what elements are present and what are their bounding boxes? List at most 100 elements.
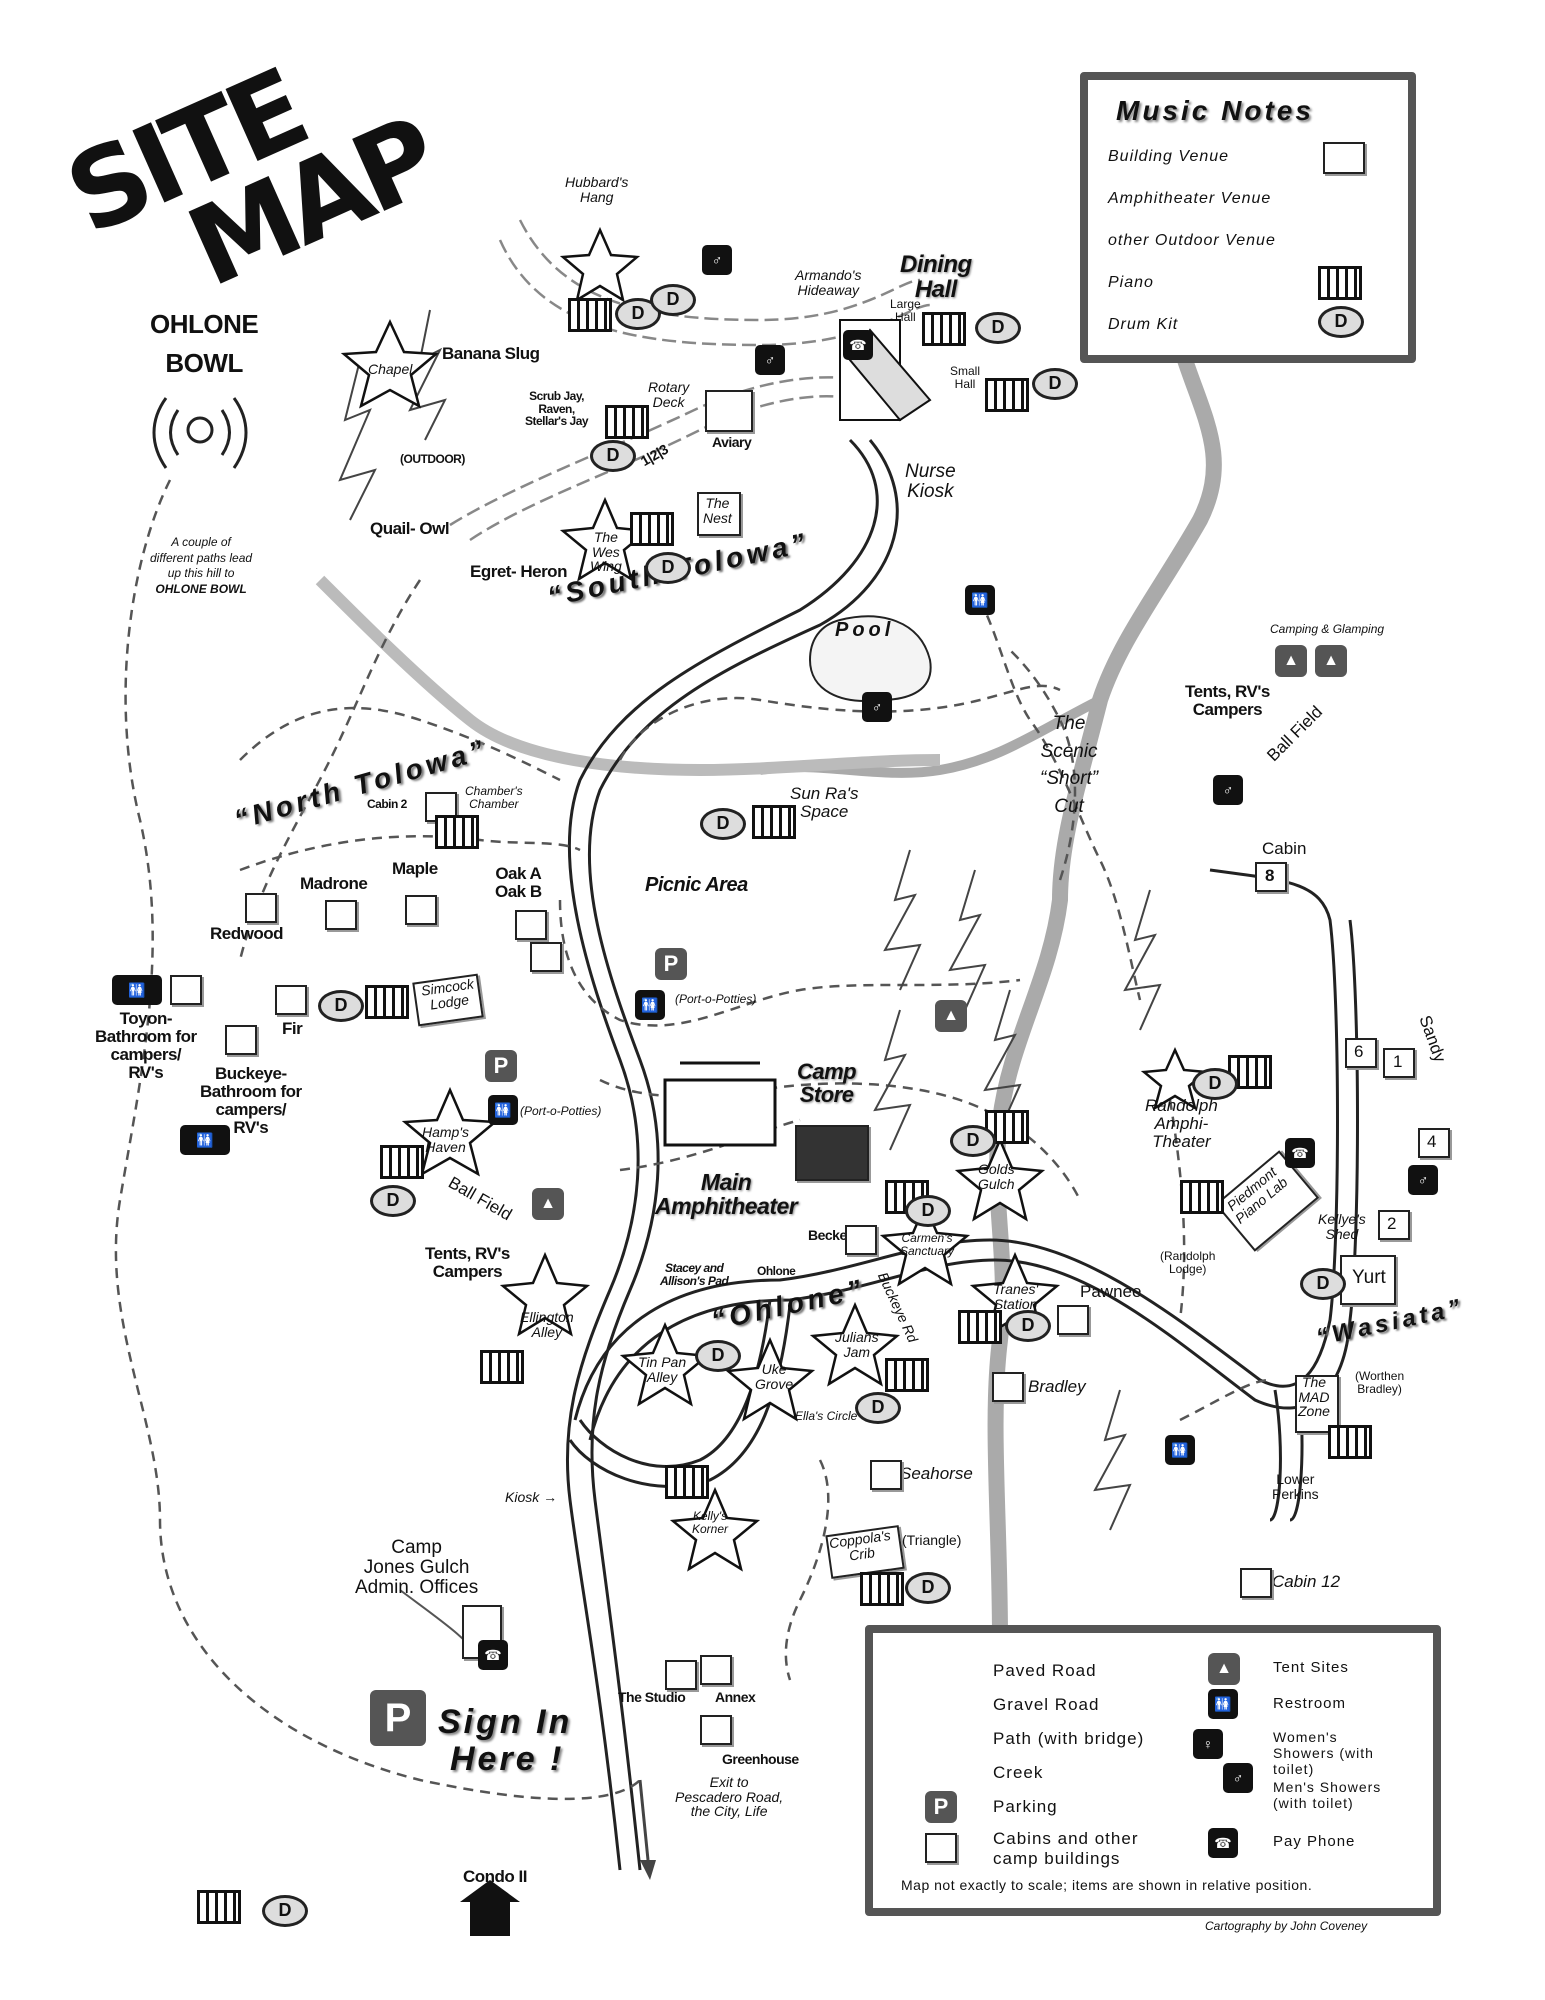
rotary-line2: Deck — [652, 393, 685, 410]
legend-amphitheater-venue: Amphitheater Venue — [1108, 190, 1272, 207]
restroom-icon-center: 🚻 — [635, 990, 665, 1020]
restroom-icon-pool: 🚻 — [965, 585, 995, 615]
drum-wes-wing: D — [645, 552, 691, 584]
bradley-label: Bradley — [1028, 1377, 1086, 1396]
quail-owl-label: Quail- Owl — [370, 519, 450, 538]
legend-parking: Parking — [993, 1797, 1058, 1816]
scrub-line1: Scrub Jay, — [529, 389, 584, 403]
carmens-line1: Carmen's — [901, 1231, 953, 1245]
kellys-line2: Korner — [692, 1521, 729, 1536]
path-note-line4: OHLONE BOWL — [155, 581, 247, 596]
drum-small-hall: D — [1032, 368, 1078, 400]
tents-east-line1: Tents, RV's — [1185, 682, 1270, 701]
sun-ra-line1: Sun Ra's — [790, 784, 859, 803]
legend-creek: Creek — [993, 1763, 1044, 1782]
tent-site-icon-east-1: ▲ — [1275, 645, 1307, 677]
tent-site-icon-east-2: ▲ — [1315, 645, 1347, 677]
drum-randolph: D — [1192, 1068, 1238, 1100]
admin-line2: Jones Gulch — [363, 1556, 470, 1578]
redwood-label: Redwood — [210, 924, 284, 943]
map-legend: Paved Road Gravel Road Path (with bridge… — [865, 1625, 1441, 1916]
golds-line2: Gulch — [978, 1175, 1015, 1192]
seahorse-label: Seahorse — [900, 1464, 973, 1483]
fir-label: Fir — [282, 1019, 303, 1038]
restroom-icon-lower-perkins: 🚻 — [1165, 1435, 1195, 1465]
wes-wing-line2: Wes — [592, 543, 620, 560]
annex-building — [700, 1655, 732, 1685]
ellington-line2: Alley — [531, 1323, 563, 1340]
piano-scrub-jay — [605, 405, 649, 439]
buckeye-line1: Buckeye- — [215, 1064, 287, 1083]
star-golds-gulch — [954, 1136, 1046, 1222]
hamps-line1: Hamp's — [422, 1124, 470, 1140]
chambers-line1: Chamber's — [465, 784, 523, 798]
legend-restroom: Restroom — [1273, 1695, 1347, 1712]
cabin-12-label: Cabin 12 — [1272, 1572, 1341, 1591]
drum-julians: D — [855, 1392, 901, 1424]
pay-phone-icon: ☎ — [1208, 1828, 1238, 1858]
toyon-building — [170, 975, 202, 1005]
dining-line1: Dining — [900, 251, 972, 278]
star-uke-grove — [724, 1336, 816, 1422]
path-note-line2: different paths lead — [150, 550, 253, 565]
dining-line2: Hall — [914, 276, 958, 304]
cabin-8-number: 8 — [1265, 866, 1274, 885]
star-carmens-sanctuary — [879, 1201, 971, 1287]
outdoor-label: (OUTDOOR) — [400, 452, 465, 466]
shower-icon-hubbards: ♂ — [702, 245, 732, 275]
the-nest-building — [697, 492, 741, 536]
main-amphitheater-stage — [663, 1078, 777, 1147]
randolph-lodge-line1: (Randolph — [1160, 1249, 1216, 1263]
piano-wes-wing — [630, 512, 674, 546]
kiosk-label: Kiosk → — [505, 1489, 558, 1505]
legend-drum-kit: Drum Kit — [1108, 316, 1179, 333]
shower-icon-wasiata: ♂ — [1408, 1165, 1438, 1195]
pay-phone-admin: ☎ — [478, 1640, 508, 1670]
scenic-line3: “Short” — [1040, 768, 1099, 790]
buckeye-line4: RV's — [233, 1117, 269, 1137]
stacey-line2: Allison's Pad — [660, 1273, 729, 1288]
music-notes-legend: Music Notes Building Venue Amphitheater … — [1080, 72, 1416, 363]
restroom-icon-buckeye: 🚻 — [180, 1125, 230, 1155]
tranes-line1: Tranes' — [993, 1281, 1039, 1297]
madrone-building — [325, 900, 357, 930]
becker-label: Becker — [808, 1227, 852, 1243]
piano-large-hall — [922, 312, 966, 346]
drum-condo: D — [262, 1895, 308, 1927]
piano-hamps — [380, 1145, 424, 1179]
cabin-2-label: Cabin 2 — [367, 797, 407, 811]
stacey-line1: Stacey and — [665, 1261, 724, 1275]
womens-shower-icon: ♀ — [1193, 1729, 1223, 1759]
cartography-credit: Cartography by John Coveney — [1205, 1919, 1368, 1933]
scenic-line2: Scenic — [1040, 740, 1098, 762]
legend-mens-showers: Men's Showers (with toilet) — [1273, 1779, 1382, 1811]
shower-icon-pool: ♂ — [862, 692, 892, 722]
port-o-potties-north-label: (Port-o-Potties) — [675, 992, 757, 1006]
small-hall-line2: Hall — [954, 376, 976, 391]
star-ellington-alley — [499, 1251, 591, 1337]
piano-mad-zone — [1328, 1425, 1372, 1459]
hubbards-line2: Hang — [579, 188, 614, 205]
buckeye-line2: Bathroom for — [200, 1081, 302, 1101]
path-note-line3: up this hill to — [167, 566, 235, 581]
piano-ellington — [480, 1350, 524, 1384]
nest-line2: Nest — [703, 509, 732, 526]
hubbards-line1: Hubbard's — [565, 174, 629, 190]
piano-sun-ra — [752, 805, 796, 839]
cabin-1-building: 1 — [1383, 1048, 1415, 1078]
tents-east-line2: Campers — [1192, 699, 1263, 719]
cabin-6-building: 6 — [1345, 1038, 1377, 1068]
